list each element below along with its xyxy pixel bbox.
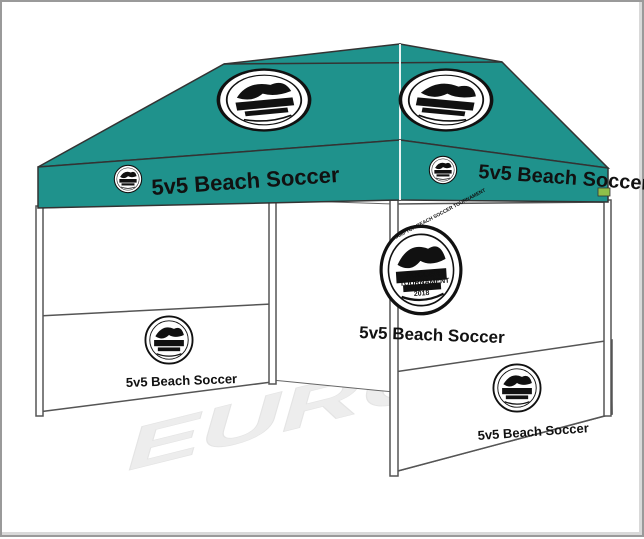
rear-wall xyxy=(271,199,395,393)
roof-ridge xyxy=(223,61,503,65)
side-panel-logo xyxy=(492,363,542,413)
seal-caption-tournament: TOURNAMENT xyxy=(400,277,451,287)
valance-logo-right xyxy=(428,155,458,185)
back-wall-logo xyxy=(144,315,194,365)
valance-logo-left xyxy=(113,164,143,194)
back-wall-divider xyxy=(37,303,273,317)
frame-tag xyxy=(597,187,611,197)
back-wall-text: 5v5 Beach Soccer xyxy=(126,371,238,390)
seal-caption-soccer: SOCCER xyxy=(406,269,441,280)
seal-caption-year: 2018 xyxy=(414,290,430,298)
